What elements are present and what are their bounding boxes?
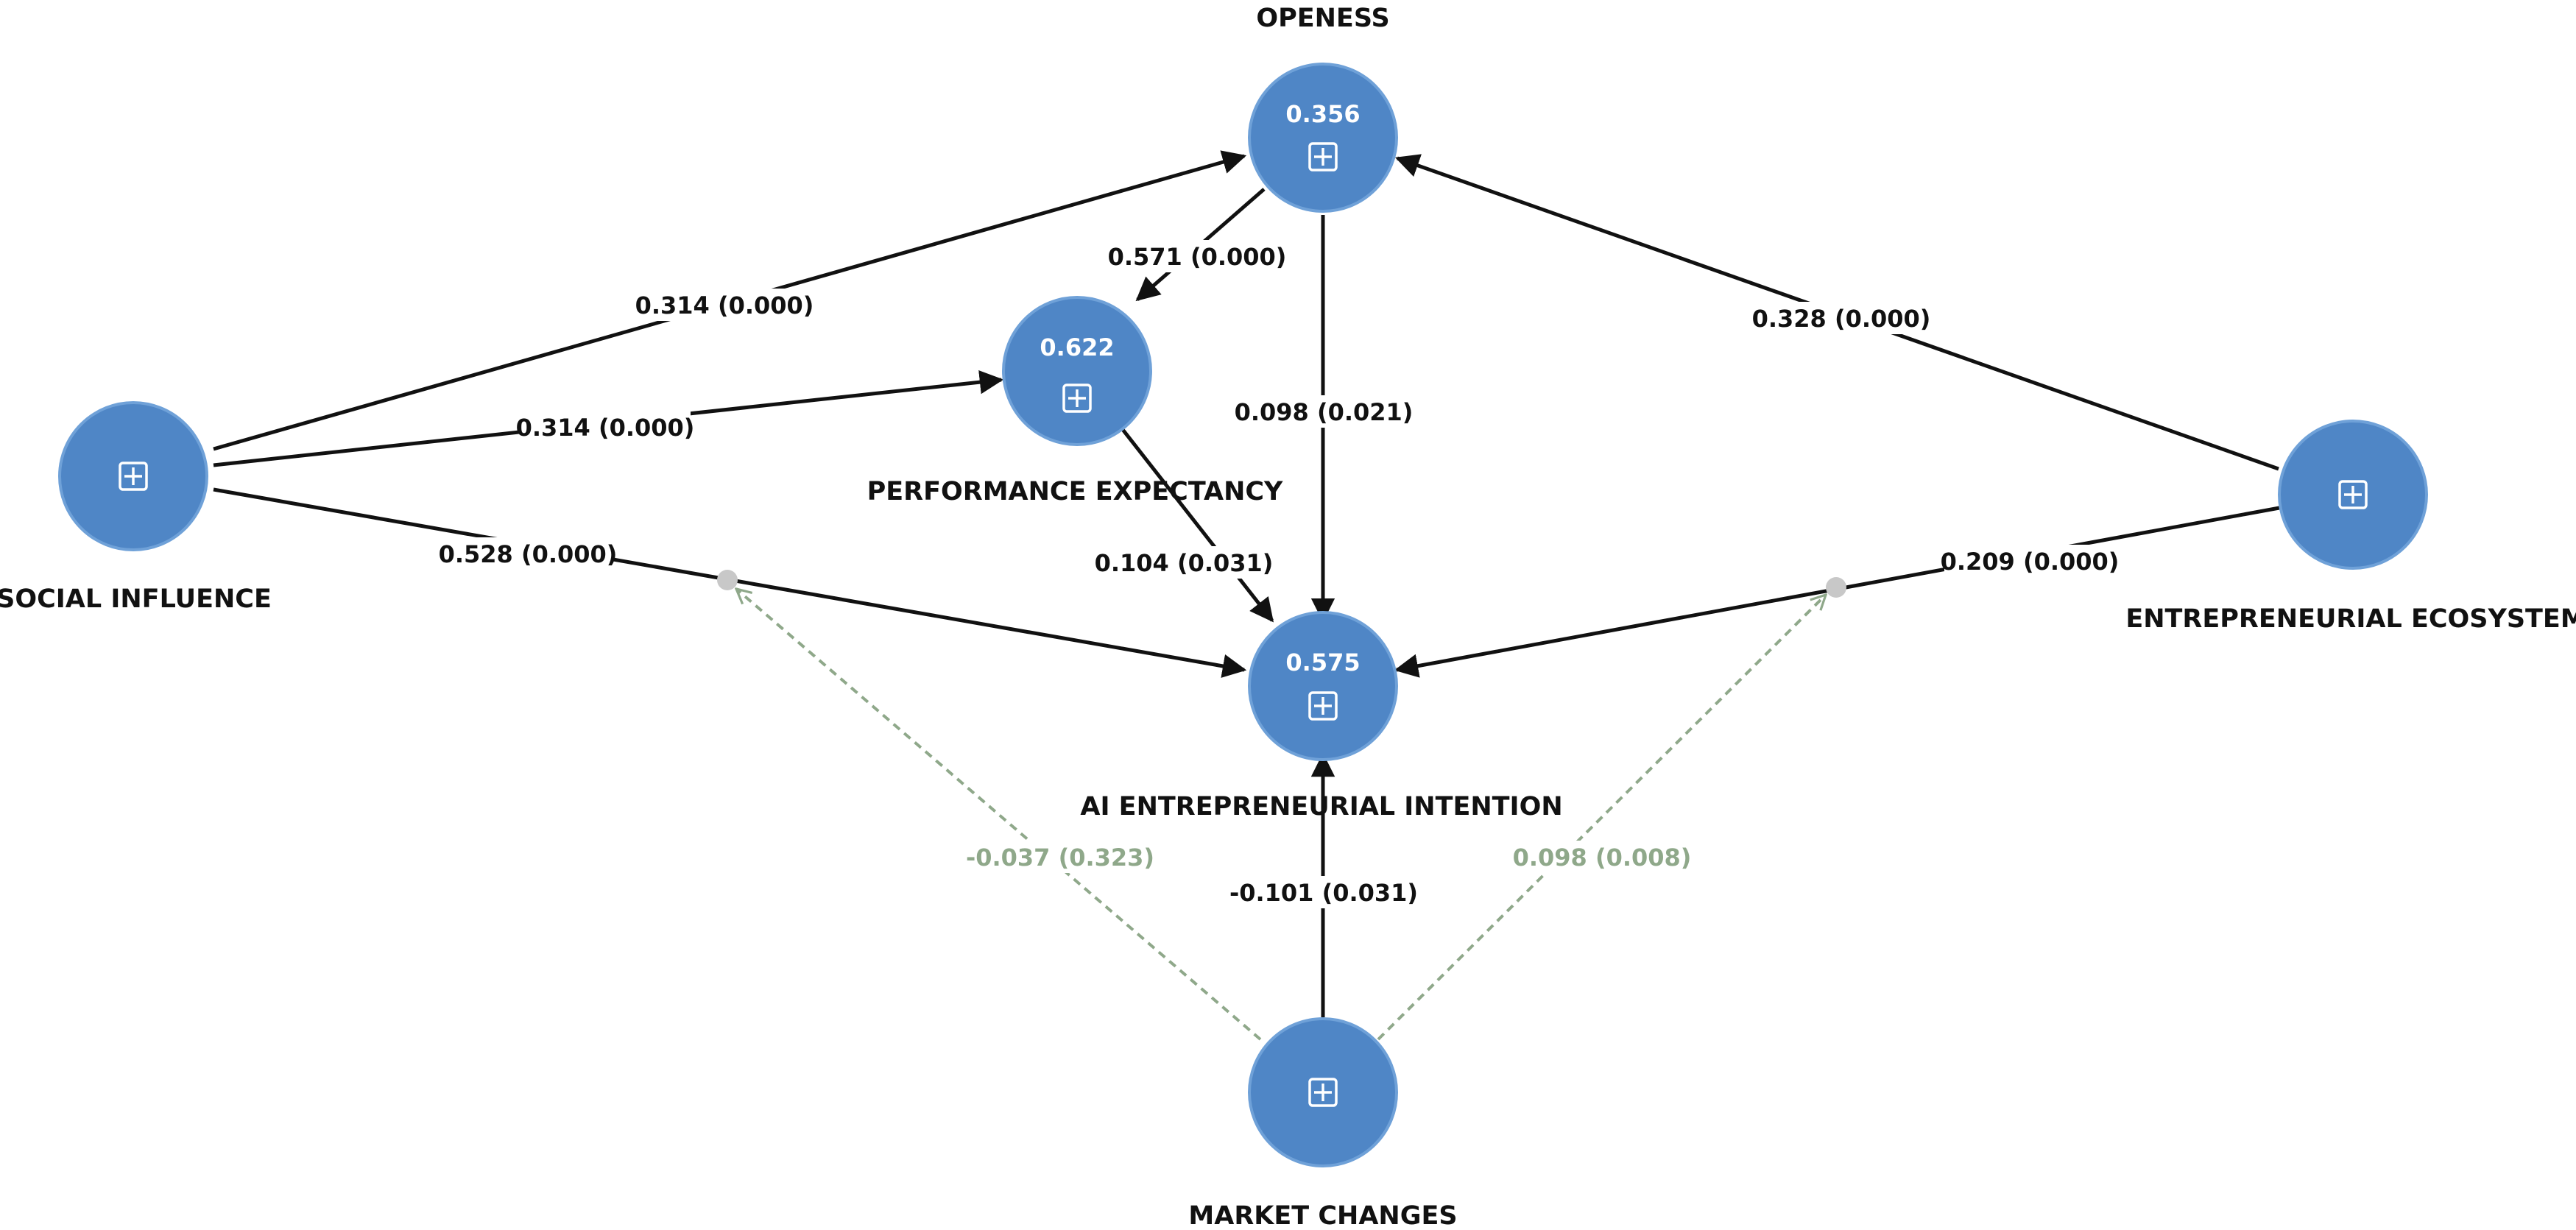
node-openess-label: OPENESS: [1256, 4, 1389, 33]
expand-plus-icon[interactable]: [1308, 691, 1338, 721]
moderation-market-changes-on-social-influence-path: [736, 589, 1262, 1041]
node-ai-entrepreneurial-intention[interactable]: 0.575: [1248, 611, 1398, 761]
path-performance-expectancy-to-ai-entrepreneurial-intention: [1120, 426, 1274, 623]
node-ai-entrepreneurial-intention-value: 0.575: [1285, 648, 1360, 676]
coef-openess-aei: 0.098 (0.021): [1235, 398, 1414, 426]
coef-mc-aei: -0.101 (0.031): [1229, 879, 1418, 907]
node-entrepreneurial-ecosystem[interactable]: [2278, 420, 2428, 570]
coef-si-openess: 0.314 (0.000): [635, 291, 814, 319]
coef-openess-pe: 0.571 (0.000): [1108, 243, 1287, 271]
node-entrepreneurial-ecosystem-label: ENTREPRENEURIAL ECOSYSTEM: [2125, 604, 2576, 634]
node-performance-expectancy-label: PERFORMANCE EXPECTANCY: [867, 477, 1283, 506]
node-market-changes[interactable]: [1248, 1017, 1398, 1167]
coef-ee-openess: 0.328 (0.000): [1752, 305, 1931, 333]
node-market-changes-label: MARKET CHANGES: [1188, 1201, 1457, 1230]
expand-plus-icon[interactable]: [119, 462, 148, 491]
node-performance-expectancy[interactable]: 0.622: [1002, 296, 1152, 446]
moderation-anchor-dot-right: [1826, 577, 1846, 598]
coef-ee-aei: 0.209 (0.000): [1941, 548, 2120, 576]
moderation-anchor-dot-left: [717, 570, 738, 590]
node-social-influence[interactable]: [58, 401, 208, 551]
node-ai-entrepreneurial-intention-label: AI ENTREPRENEURIAL INTENTION: [1080, 792, 1562, 821]
node-openess[interactable]: 0.356: [1248, 63, 1398, 213]
expand-plus-icon[interactable]: [1308, 1078, 1338, 1107]
expand-plus-icon[interactable]: [1062, 384, 1092, 413]
coef-pe-aei: 0.104 (0.031): [1095, 549, 1274, 577]
expand-plus-icon[interactable]: [2338, 480, 2368, 509]
coef-si-pe: 0.314 (0.000): [516, 414, 695, 442]
coef-mc-moderation-ee: 0.098 (0.008): [1513, 844, 1692, 872]
expand-plus-icon[interactable]: [1308, 142, 1338, 172]
moderation-market-changes-on-ecosystem-path: [1377, 595, 1826, 1041]
node-openess-value: 0.356: [1285, 100, 1360, 128]
node-performance-expectancy-value: 0.622: [1040, 333, 1114, 361]
node-social-influence-label: SOCIAL INFLUENCE: [0, 584, 272, 614]
coef-si-aei: 0.528 (0.000): [439, 540, 618, 568]
coef-mc-moderation-si: -0.037 (0.323): [966, 844, 1154, 872]
